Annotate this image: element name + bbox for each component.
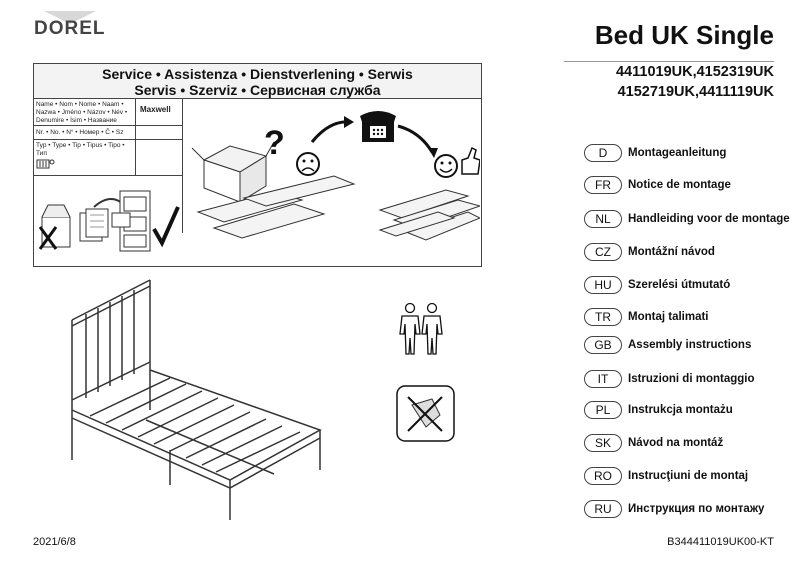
lang-text: Montážní návod xyxy=(628,246,715,258)
thumbs-up-icon xyxy=(461,146,480,175)
lang-row-nl: NL Handleiding voor de montage xyxy=(584,210,790,228)
lang-code: IT xyxy=(584,370,622,388)
service-box: Service • Assistenza • Dienstverlening •… xyxy=(33,63,482,267)
document-code: B344411019UK00-KT xyxy=(667,536,774,548)
sad-face-icon xyxy=(296,152,320,176)
lang-code: CZ xyxy=(584,243,622,261)
lang-row-ru: RU Инструкция по монтажу xyxy=(584,500,764,518)
service-illustration: ? xyxy=(191,111,480,241)
name-label: Name • Nom • Nome • Naam • Nazwa • Jméno… xyxy=(36,101,128,124)
lang-row-pl: PL Instrukcja montażu xyxy=(584,401,733,419)
lang-text: Instrucţiuni de montaj xyxy=(628,470,749,482)
name-value: Maxwell xyxy=(140,105,171,114)
lang-code: NL xyxy=(584,210,622,228)
phone-icon xyxy=(360,111,396,142)
lang-code: FR xyxy=(584,176,622,194)
document-date: 2021/6/8 xyxy=(33,536,76,548)
lang-text: Szerelési útmutató xyxy=(628,279,731,291)
lang-text: Handleiding voor de montage xyxy=(628,213,790,225)
lang-text: Notice de montage xyxy=(628,179,731,191)
lang-row-tr: TR Montaj talimati xyxy=(584,308,709,326)
bed-illustration xyxy=(71,279,322,520)
lang-row-fr: FR Notice de montage xyxy=(584,176,731,194)
lang-code: PL xyxy=(584,401,622,419)
title-divider xyxy=(564,61,774,62)
no-knife-icon xyxy=(396,385,455,442)
lang-row-d: D Montageanleitung xyxy=(584,144,726,162)
filing-cabinet-icon xyxy=(38,190,180,252)
lang-text: Montaj talimati xyxy=(628,311,709,323)
happy-face-icon xyxy=(434,154,458,178)
lang-code: D xyxy=(584,144,622,162)
lang-text: Návod na montáž xyxy=(628,437,724,449)
lang-text: Instrukcja montażu xyxy=(628,404,733,416)
lang-code: RU xyxy=(584,500,622,518)
lang-text: Montageanleitung xyxy=(628,147,727,159)
number-label: Nr. • No. • N° • Номер • Č • Sz xyxy=(36,129,124,136)
lang-text: Assembly instructions xyxy=(628,339,752,351)
barcode-icon xyxy=(36,159,55,169)
lang-code: RO xyxy=(584,467,622,485)
brand-logo: DOREL xyxy=(34,18,106,39)
question-mark-icon: ? xyxy=(264,124,285,162)
logo-triangle xyxy=(44,11,96,24)
service-header: Service • Assistenza • Dienstverlening •… xyxy=(34,64,481,99)
lang-row-gb: GB Assembly instructions xyxy=(584,336,751,354)
model-line-1: 4411019UK,4152319UK xyxy=(615,64,774,80)
service-title-2: Servis • Szerviz • Сервисная служба xyxy=(134,82,381,98)
lang-text: Istruzioni di montaggio xyxy=(628,373,755,385)
service-title-1: Service • Assistenza • Dienstverlening •… xyxy=(102,66,413,82)
lang-code: SK xyxy=(584,434,622,452)
lang-code: GB xyxy=(584,336,622,354)
lang-code: HU xyxy=(584,276,622,294)
lang-row-cz: CZ Montážní návod xyxy=(584,243,715,261)
service-info-table: Name • Nom • Nome • Naam • Nazwa • Jméno… xyxy=(34,99,183,252)
type-label: Typ • Type • Tip • Tipus • Tipo • Тип xyxy=(36,142,125,157)
lang-code: TR xyxy=(584,308,622,326)
model-numbers: 4411019UK,4152319UK 4152719UK,4411119UK xyxy=(616,62,774,102)
model-line-2: 4152719UK,4411119UK xyxy=(617,84,774,100)
lang-row-hu: HU Szerelési útmutató xyxy=(584,276,730,294)
lang-row-sk: SK Návod na montáž xyxy=(584,434,723,452)
lang-row-ro: RO Instrucţiuni de montaj xyxy=(584,467,748,485)
page-title: Bed UK Single xyxy=(594,20,774,50)
two-persons-icon xyxy=(399,302,443,355)
lang-text: Инструкция по монтажу xyxy=(628,503,765,515)
lang-row-it: IT Istruzioni di montaggio xyxy=(584,370,755,388)
